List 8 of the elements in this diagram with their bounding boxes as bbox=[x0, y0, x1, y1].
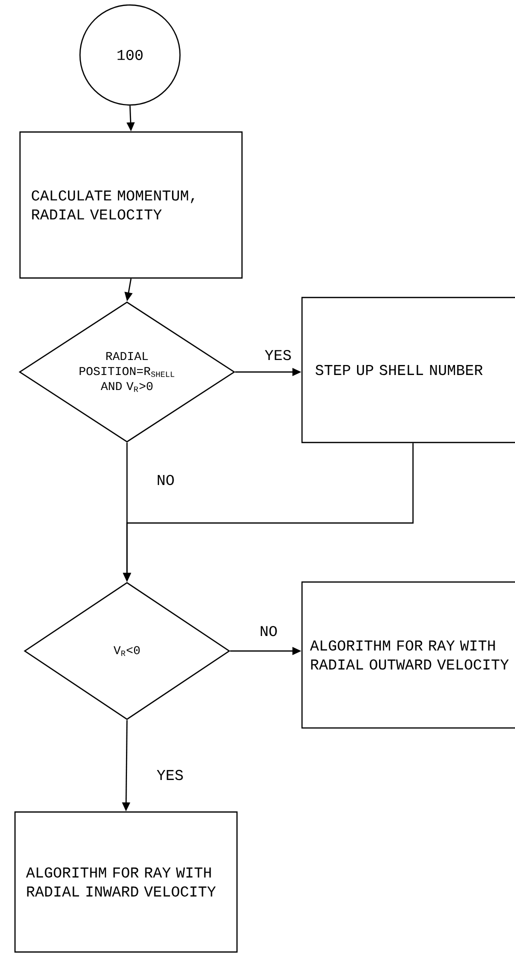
edge-label: YES bbox=[156, 768, 185, 782]
process-box: STEP UP SHELL NUMBER bbox=[301, 296, 515, 444]
process-box: ALGORITHM FOR RAY WITH RADIAL INWARD VELOCITY bbox=[14, 811, 238, 953]
process-box: ALGORITHM FOR RAY WITH RADIAL OUTWARD VELOCITY bbox=[301, 581, 515, 729]
edge-label: YES bbox=[264, 348, 293, 362]
process-box: CALCULATE MOMENTUM, RADIAL VELOCITY bbox=[19, 131, 243, 279]
edge-label: NO bbox=[258, 624, 279, 638]
edge-label: NO bbox=[156, 474, 176, 486]
